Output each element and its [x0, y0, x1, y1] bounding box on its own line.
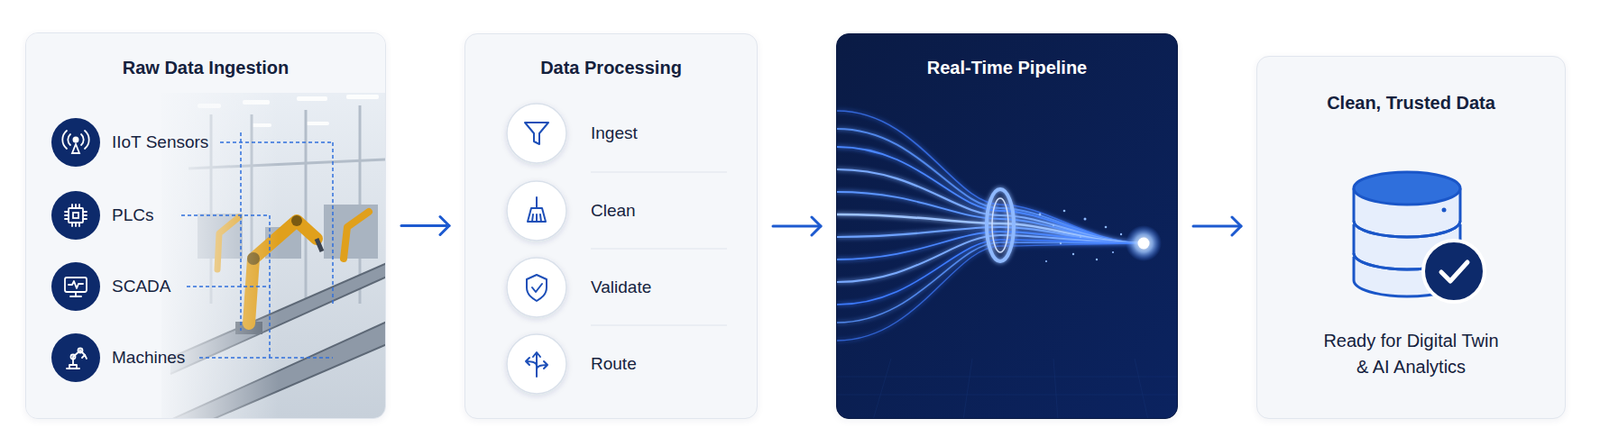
light-stream-illustration	[836, 34, 1178, 420]
item-label: SCADA	[111, 275, 171, 298]
item-label: PLCs	[111, 204, 154, 227]
label-holder: SCADA	[111, 275, 171, 298]
flow-arrow	[401, 217, 450, 236]
label-holder: Route	[590, 353, 637, 376]
source-icons	[51, 118, 101, 383]
label-holder: Clean	[590, 200, 636, 222]
factory-illustration	[26, 33, 387, 420]
panel-title: Clean, Trusted Data	[1257, 91, 1565, 115]
panel-title: Raw Data Ingestion	[26, 55, 386, 80]
item-label: Route	[590, 353, 637, 376]
label-holder: IIoT Sensors	[111, 131, 209, 154]
item-label: Machines	[111, 347, 185, 369]
output-panel: Clean, Trusted DataReady for Digital Twi…	[1256, 55, 1566, 420]
flow-arrow	[1193, 217, 1242, 236]
label-holder: PLCs	[111, 204, 154, 227]
flow-arrow	[772, 217, 821, 236]
label-holder: Ingest	[590, 122, 638, 145]
processing-panel: Data ProcessingIngestCleanValidateRoute	[464, 33, 758, 420]
item-label: IIoT Sensors	[111, 131, 209, 154]
source-panel: Raw Data IngestionIIoT SensorsPLCsSCADA M…	[25, 32, 387, 420]
item-label: Validate	[590, 276, 652, 299]
pipeline-panel: Real-Time Pipeline	[836, 33, 1178, 420]
panel-title: Real-Time Pipeline	[836, 55, 1178, 80]
label-holder: Machines	[111, 347, 185, 369]
label-holder: Validate	[590, 276, 652, 299]
item-label: Ingest	[590, 122, 638, 145]
panel-title: Data Processing	[465, 55, 757, 80]
panel-caption: Ready for Digital Twin & AI Analytics	[1316, 328, 1507, 381]
item-label: Clean	[590, 200, 636, 222]
